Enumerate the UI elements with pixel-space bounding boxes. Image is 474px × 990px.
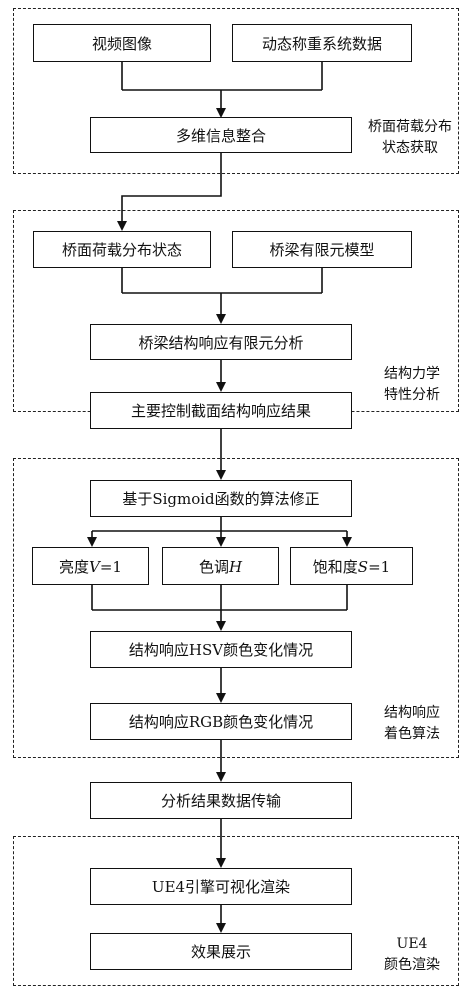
node-section-result: 主要控制截面结构响应结果 bbox=[90, 392, 352, 429]
connector-arrow bbox=[117, 152, 222, 231]
node-brightness: 亮度V=1 bbox=[32, 547, 149, 585]
node-hue: 色调H bbox=[162, 547, 279, 585]
group-label-structural-analysis: 结构力学特性分析 bbox=[384, 366, 440, 403]
node-fem-analysis: 桥梁结构响应有限元分析 bbox=[90, 324, 352, 360]
node-info-integration: 多维信息整合 bbox=[90, 117, 352, 153]
group-ue4-rendering bbox=[13, 836, 459, 986]
node-fem-model: 桥梁有限元模型 bbox=[232, 231, 412, 268]
node-sigmoid-correction: 基于Sigmoid函数的算法修正 bbox=[90, 480, 352, 517]
group-label-coloring-algorithm: 结构响应着色算法 bbox=[384, 705, 440, 742]
node-deck-load-state: 桥面荷载分布状态 bbox=[33, 231, 211, 268]
node-hsv-change: 结构响应HSV颜色变化情况 bbox=[90, 631, 352, 668]
node-rgb-change: 结构响应RGB颜色变化情况 bbox=[90, 703, 352, 740]
node-wim-data: 动态称重系统数据 bbox=[232, 24, 412, 62]
node-data-transmission: 分析结果数据传输 bbox=[90, 782, 352, 819]
group-coloring-algorithm bbox=[13, 458, 459, 758]
node-video-image: 视频图像 bbox=[33, 24, 211, 62]
node-saturation: 饱和度S=1 bbox=[290, 547, 413, 585]
node-effect-display: 效果展示 bbox=[90, 933, 352, 970]
node-ue4-render: UE4引擎可视化渲染 bbox=[90, 868, 352, 905]
group-label-load-acquisition: 桥面荷载分布状态获取 bbox=[368, 119, 452, 156]
group-load-acquisition bbox=[13, 8, 459, 174]
